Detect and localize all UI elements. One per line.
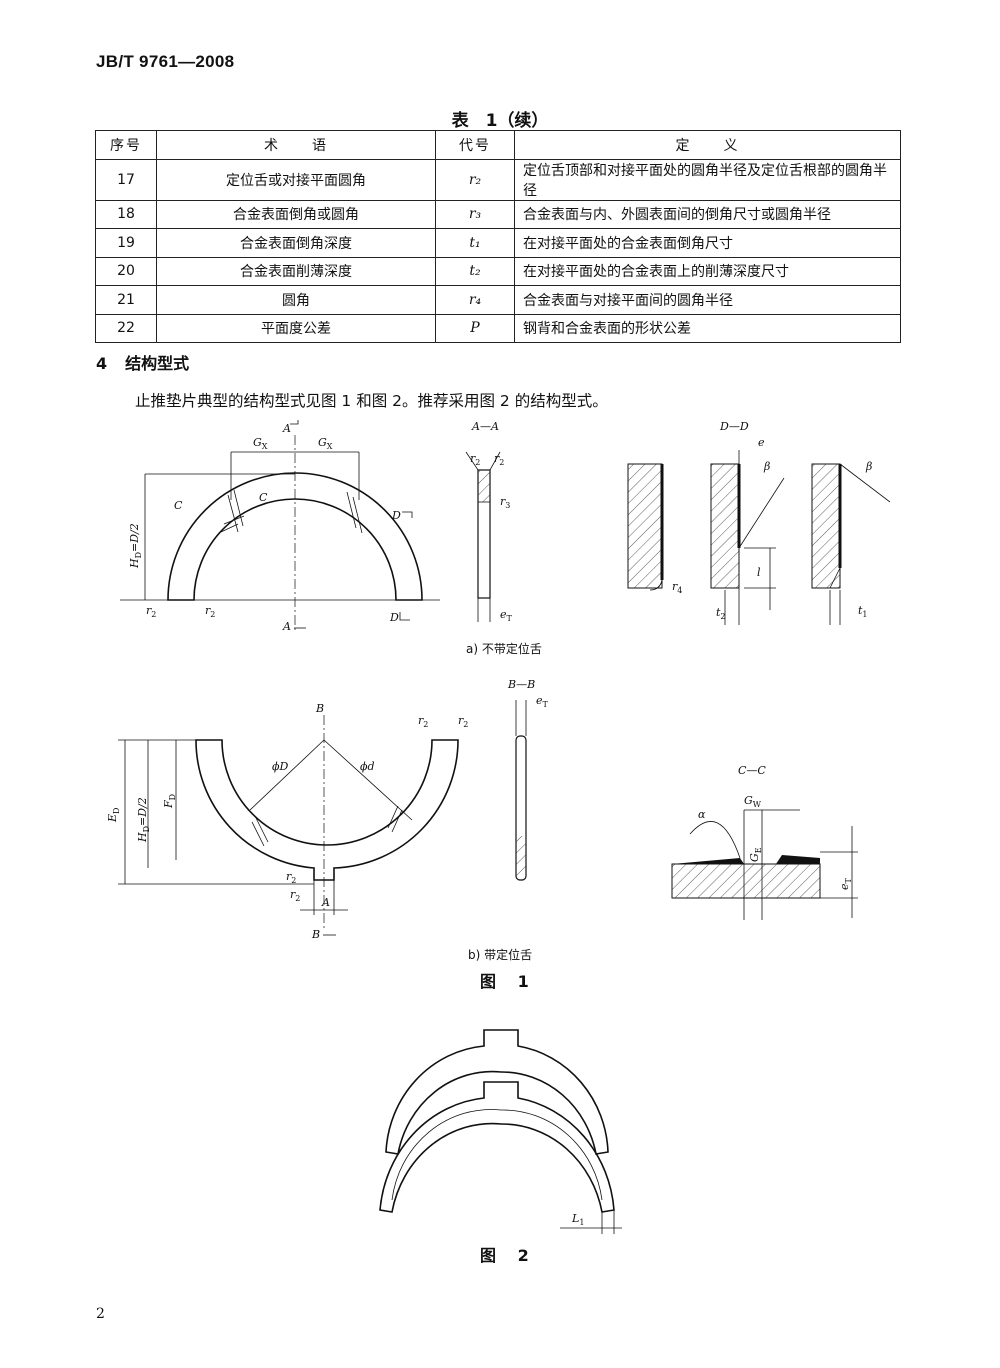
table-row: 17 定位舌或对接平面圆角 r₂ 定位舌顶部和对接平面处的圆角半径及定位舌根部的… xyxy=(95,158,901,201)
cell-code: r₂ xyxy=(435,158,515,201)
dimension-gx-right: GX xyxy=(318,436,333,451)
figure1-subcaption-b: b) 带定位舌 xyxy=(468,948,533,962)
label-r2-lug: r2 xyxy=(286,870,296,885)
label-beta-2: β xyxy=(865,460,872,473)
section-d-d-title: D—D xyxy=(719,420,749,433)
section-c-c-title: C—C xyxy=(738,764,766,777)
figure1-caption: 图 1 xyxy=(480,972,537,991)
dimension-et-b: eT xyxy=(536,694,549,709)
section-mark-b-top: B xyxy=(315,702,324,715)
section-mark-c-right: C xyxy=(259,491,268,504)
section-number: 4 xyxy=(96,354,108,373)
cell-definition: 合金表面与对接平面间的圆角半径 xyxy=(514,285,901,315)
thrust-washer-front-view-a: GX GX HD=D/2 A A C C D D r2 r2 xyxy=(120,420,440,633)
label-alpha: α xyxy=(698,808,706,821)
cell-no: 17 xyxy=(95,158,157,201)
body-paragraph: 止推垫片典型的结构型式见图 1 和图 2。推荐采用图 2 的结构型式。 xyxy=(135,392,608,410)
label-beta-1: β xyxy=(763,460,770,473)
section-b-b-view: B—B eT xyxy=(507,678,549,881)
table-row: 19 合金表面倒角深度 t₁ 在对接平面处的合金表面倒角尺寸 xyxy=(95,228,901,258)
dimension-e: e xyxy=(758,436,765,449)
table-row: 22 平面度公差 P 钢背和合金表面的形状公差 xyxy=(95,313,901,343)
thrust-washer-front-view-b: ϕD ϕd ED HD=D/2 FD A r2 r2 r2 r2 B B xyxy=(106,702,468,941)
section-title: 结构型式 xyxy=(125,354,190,373)
section-mark-a-top: A xyxy=(282,422,291,435)
dimension-et-c: eT xyxy=(838,877,853,890)
dimension-l: l xyxy=(757,566,761,579)
dimension-hd-b: HD=D/2 xyxy=(136,797,151,843)
dimension-gx-left: GX xyxy=(253,436,268,451)
dimension-phi-d-small: ϕd xyxy=(360,760,375,773)
cell-code: r₃ xyxy=(435,199,515,229)
section-a-a-title: A—A xyxy=(471,420,499,433)
table-row: 20 合金表面削薄深度 t₂ 在对接平面处的合金表面上的削薄深度尺寸 xyxy=(95,256,901,286)
section-d-d-view: D—D r4 l β e t2 β t1 xyxy=(627,420,891,625)
cell-definition: 定位舌顶部和对接平面处的圆角半径及定位舌根部的圆角半径 xyxy=(514,158,901,201)
figure2-caption: 图 2 xyxy=(480,1246,537,1265)
oil-groove-right xyxy=(346,491,363,534)
cell-definition: 在对接平面处的合金表面倒角尺寸 xyxy=(514,228,901,258)
figure1-subcaption-a: a) 不带定位舌 xyxy=(466,642,542,656)
dimension-phi-d-big: ϕD xyxy=(272,760,288,773)
label-r2-lug-2: r2 xyxy=(290,888,300,903)
table-header-row: 序号 术 语 代号 定 义 xyxy=(95,130,901,160)
column-header-code: 代号 xyxy=(435,130,515,160)
page-number: 2 xyxy=(96,1306,105,1322)
label-r2-left: r2 xyxy=(146,604,156,619)
cell-code: r₄ xyxy=(435,285,515,315)
standard-number: JB/T 9761—2008 xyxy=(96,52,235,71)
cell-definition: 在对接平面处的合金表面上的削薄深度尺寸 xyxy=(514,256,901,286)
cell-no: 22 xyxy=(95,313,157,343)
section-mark-a-bottom: A xyxy=(282,620,291,633)
section-heading: 4 结构型式 xyxy=(96,350,189,374)
column-header-no: 序号 xyxy=(95,130,157,160)
cell-term: 定位舌或对接平面圆角 xyxy=(156,158,436,201)
table-row: 18 合金表面倒角或圆角 r₃ 合金表面与内、外圆表面间的倒角尺寸或圆角半径 xyxy=(95,199,901,229)
label-r4: r4 xyxy=(672,580,682,595)
section-mark-b-bottom: B xyxy=(311,928,320,941)
label-r2-section: r2 xyxy=(470,452,480,467)
column-header-definition: 定 义 xyxy=(514,130,901,160)
dimension-gw: GW xyxy=(744,794,762,809)
cell-definition: 合金表面与内、外圆表面间的倒角尺寸或圆角半径 xyxy=(514,199,901,229)
section-mark-d-top: D xyxy=(391,509,401,522)
cell-term: 平面度公差 xyxy=(156,313,436,343)
oil-groove-left xyxy=(220,489,245,533)
section-mark-d-bottom: D xyxy=(389,611,399,624)
dimension-a-lug: A xyxy=(321,896,330,909)
dimension-t2: t2 xyxy=(716,606,726,621)
terms-table: 序号 术 语 代号 定 义 17 定位舌或对接平面圆角 r₂ 定位舌顶部和对接平… xyxy=(95,130,901,343)
dimension-ed: ED xyxy=(106,808,121,823)
section-c-c-view: C—C GW GE α eT xyxy=(671,764,858,920)
label-r2-right: r2 xyxy=(205,604,215,619)
cell-definition: 钢背和合金表面的形状公差 xyxy=(514,313,901,343)
cell-code: P xyxy=(435,313,515,343)
section-mark-c-left: C xyxy=(174,499,183,512)
label-r2-section-right: r2 xyxy=(494,452,504,467)
section-b-b-title: B—B xyxy=(507,678,535,691)
label-r3: r3 xyxy=(500,495,510,510)
dimension-hd: HD=D/2 xyxy=(128,523,143,569)
section-a-a-view: A—A r2 r2 r3 eT xyxy=(465,420,513,623)
dimension-l1: L1 xyxy=(571,1212,584,1227)
table-caption: 表 1（续） xyxy=(451,111,549,131)
dimension-ge: GE xyxy=(748,847,763,862)
label-r2-top-2: r2 xyxy=(458,714,468,729)
dimension-fd: FD xyxy=(162,794,177,809)
dimension-t1: t1 xyxy=(858,604,868,619)
dimension-et-a: eT xyxy=(500,608,513,623)
label-r2-top-1: r2 xyxy=(418,714,428,729)
figure2-drawing: L1 xyxy=(379,1029,622,1234)
